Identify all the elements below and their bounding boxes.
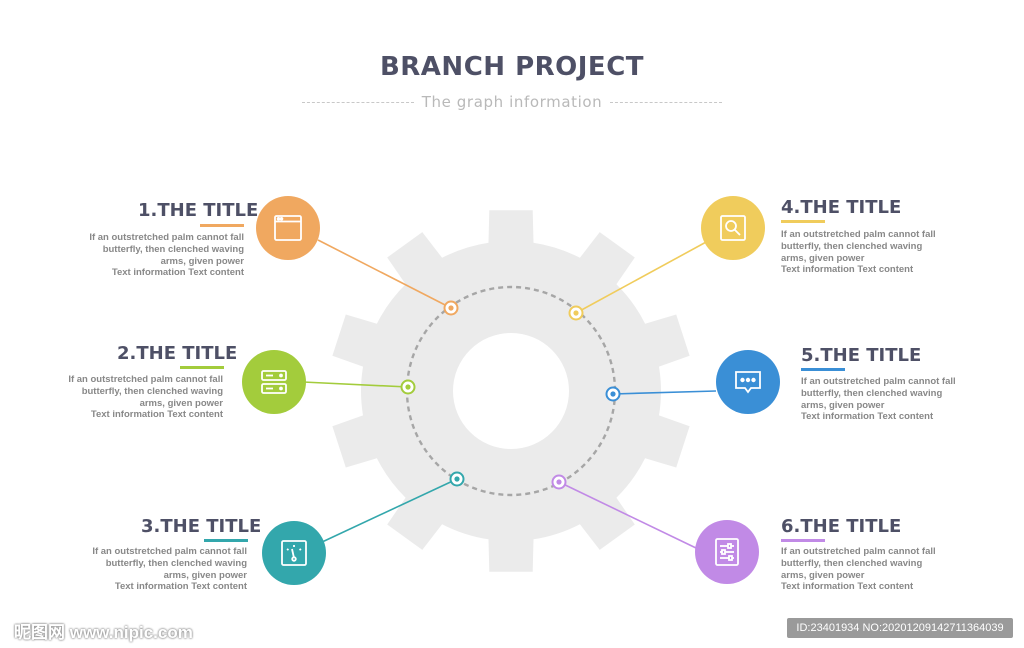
- browser-window-icon: [274, 215, 302, 241]
- item-2-line-3: arms, given power: [139, 397, 223, 409]
- search-icon: [720, 215, 746, 241]
- item-4-line-3: arms, given power: [781, 252, 865, 264]
- item-5-line-1: If an outstretched palm cannot fall: [801, 376, 956, 387]
- item-5-title: 5.THE TITLE: [801, 345, 922, 366]
- item-1-line-2: butterfly, then clenched waving: [102, 243, 244, 255]
- item-1-description: If an outstretched palm cannot fall butt…: [64, 232, 244, 279]
- connector-line-5: [612, 390, 717, 395]
- item-6-line-4: Text information Text content: [781, 581, 914, 593]
- subtitle-row: The graph information: [0, 92, 1024, 112]
- subtitle-divider-right: [610, 101, 723, 103]
- item-3-description: If an outstretched palm cannot fall butt…: [67, 546, 247, 593]
- subtitle-divider-left: [301, 101, 414, 103]
- item-4-underline: [781, 220, 825, 223]
- server-icon: [261, 370, 287, 394]
- node-dot-6: [551, 474, 567, 490]
- gear-shape: [332, 210, 690, 572]
- watermark-left: 昵图网 www.nipic.com: [14, 623, 193, 642]
- item-3-line-4: Text information Text content: [114, 581, 247, 593]
- node-dot-5: [605, 386, 621, 402]
- item-4-line-1: If an outstretched palm cannot fall: [781, 229, 936, 240]
- watermark-right: ID:23401934 NO:20201209142711364039: [787, 618, 1013, 638]
- gauge-icon: [281, 540, 307, 566]
- item-6-underline: [781, 539, 825, 542]
- item-4-line-4: Text information Text content: [781, 264, 914, 276]
- item-1-line-4: Text information Text content: [111, 267, 244, 279]
- node-dot-3: [449, 471, 465, 487]
- connector-line-3: [319, 478, 458, 544]
- item-5-description: If an outstretched palm cannot fall butt…: [801, 376, 981, 423]
- item-1-line-1: If an outstretched palm cannot fall: [89, 232, 244, 243]
- item-2-description: If an outstretched palm cannot fall butt…: [43, 374, 223, 421]
- connector-line-1: [317, 239, 452, 309]
- node-dot-4: [568, 305, 584, 321]
- item-6-icon-circle: [695, 520, 759, 584]
- item-5-line-4: Text information Text content: [801, 411, 934, 423]
- item-6-line-3: arms, given power: [781, 569, 865, 581]
- item-4-icon-circle: [701, 196, 765, 260]
- item-2-title: 2.THE TITLE: [117, 343, 238, 364]
- item-5-line-3: arms, given power: [801, 399, 885, 411]
- item-6-description: If an outstretched palm cannot fall butt…: [781, 546, 961, 593]
- item-3-line-1: If an outstretched palm cannot fall: [92, 546, 247, 557]
- item-1-icon-circle: [256, 196, 320, 260]
- item-4-line-2: butterfly, then clenched waving: [781, 240, 923, 252]
- item-2-line-1: If an outstretched palm cannot fall: [68, 374, 223, 385]
- item-6-title: 6.THE TITLE: [781, 516, 902, 537]
- item-2-line-4: Text information Text content: [90, 409, 223, 421]
- item-5-line-2: butterfly, then clenched waving: [801, 387, 943, 399]
- page-subtitle: The graph information: [421, 93, 603, 111]
- item-1-underline: [200, 224, 244, 227]
- item-2-line-2: butterfly, then clenched waving: [81, 385, 223, 397]
- item-6-line-1: If an outstretched palm cannot fall: [781, 546, 936, 557]
- item-4-title: 4.THE TITLE: [781, 197, 902, 218]
- item-3-line-3: arms, given power: [163, 569, 247, 581]
- item-1-title: 1.THE TITLE: [138, 200, 259, 221]
- item-5-icon-circle: [716, 350, 780, 414]
- node-dot-1: [443, 300, 459, 316]
- item-6-line-2: butterfly, then clenched waving: [781, 557, 923, 569]
- page-title: BRANCH PROJECT: [379, 52, 645, 82]
- item-3-line-2: butterfly, then clenched waving: [105, 557, 247, 569]
- connector-line-6: [558, 481, 697, 549]
- item-2-icon-circle: [242, 350, 306, 414]
- item-3-icon-circle: [262, 521, 326, 585]
- item-1-line-3: arms, given power: [160, 255, 244, 267]
- item-3-underline: [204, 539, 248, 542]
- item-3-title: 3.THE TITLE: [141, 516, 262, 537]
- connector-line-2: [302, 381, 409, 388]
- item-5-underline: [801, 368, 845, 371]
- connector-line-4: [575, 240, 709, 314]
- settings-list-icon: [715, 538, 739, 566]
- item-4-description: If an outstretched palm cannot fall butt…: [781, 229, 961, 276]
- node-dot-2: [400, 379, 416, 395]
- chat-bubble-icon: [735, 371, 761, 394]
- item-2-underline: [180, 366, 224, 369]
